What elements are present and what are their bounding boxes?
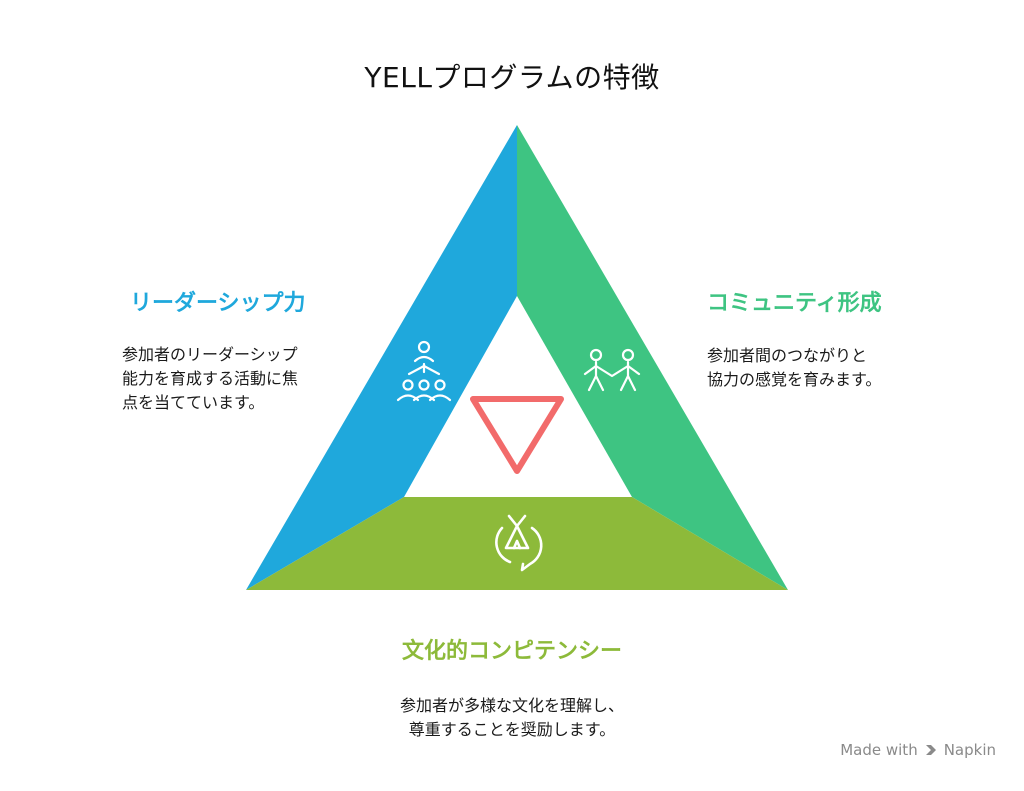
napkin-logo-icon — [925, 745, 936, 755]
leadership-segment — [246, 125, 517, 590]
leadership-description: 参加者のリーダーシップ 能力を育成する活動に焦 点を当てています。 — [122, 343, 352, 415]
credit-text: Made with — [840, 741, 918, 759]
cultural-heading: 文化的コンピテンシー — [401, 639, 622, 664]
leadership-line: 参加者のリーダーシップ — [122, 345, 298, 364]
napkin-credit[interactable]: Made with Napkin — [840, 741, 996, 759]
page-title: YELLプログラムの特徴 — [364, 61, 660, 94]
tent-cycle-icon — [495, 514, 543, 572]
people-holding-hands-icon — [583, 348, 641, 392]
cultural-line: 尊重することを奨励します。 — [408, 720, 616, 739]
credit-brand: Napkin — [943, 741, 996, 759]
community-line: 参加者間のつながりと — [707, 346, 868, 365]
community-heading: コミュニティ形成 — [707, 291, 882, 316]
community-description: 参加者間のつながりと 協力の感覚を育みます。 — [707, 344, 937, 392]
cultural-description: 参加者が多様な文化を理解し、 尊重することを奨励します。 — [0, 694, 1024, 742]
leadership-line: 能力を育成する活動に焦 — [122, 369, 299, 388]
community-segment — [517, 125, 788, 590]
leadership-heading: リーダーシップ力 — [130, 291, 306, 316]
center-triangle-icon — [470, 396, 564, 474]
cultural-line: 参加者が多様な文化を理解し、 — [399, 696, 624, 715]
community-line: 協力の感覚を育みます。 — [707, 370, 882, 389]
group-leader-icon — [396, 340, 452, 402]
leadership-line: 点を当てています。 — [122, 393, 265, 412]
